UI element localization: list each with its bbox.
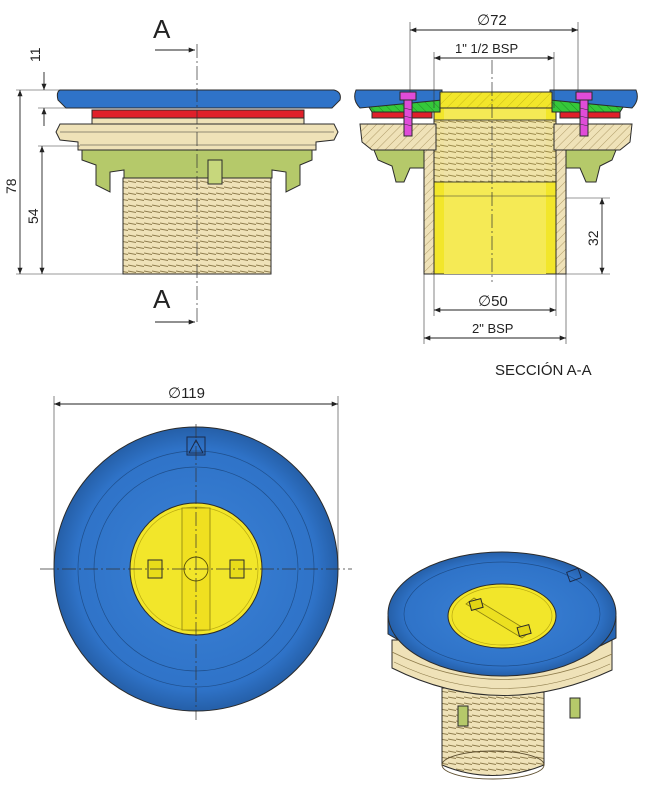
dim-inner-thread: 1" 1/2 BSP bbox=[455, 41, 518, 56]
dim-outer-thread: 2" BSP bbox=[472, 321, 513, 336]
isometric-view bbox=[387, 551, 617, 780]
front-dimensions: 11 78 54 bbox=[3, 47, 123, 275]
section-clip-right bbox=[565, 149, 617, 183]
section-dimensions: ∅72 1" 1/2 BSP ∅50 2" BSP 32 bbox=[409, 12, 610, 344]
iso-thread-body bbox=[441, 687, 545, 776]
section-screw-left bbox=[399, 91, 417, 137]
section-letter-bottom: A bbox=[153, 284, 171, 314]
front-blue-flange bbox=[56, 89, 341, 109]
section-collar-right bbox=[553, 123, 633, 151]
section-clip-left bbox=[373, 149, 425, 183]
section-marker-top: A bbox=[153, 14, 195, 53]
section-letter-top: A bbox=[153, 14, 171, 44]
front-red-gasket bbox=[91, 109, 305, 119]
dim-bore-diameter: ∅50 bbox=[478, 293, 508, 310]
section-wall-left bbox=[423, 149, 435, 275]
section-yellow-cap bbox=[439, 91, 553, 109]
dim-total-height: 78 bbox=[3, 178, 19, 194]
section-flange-right bbox=[549, 89, 638, 109]
dim-bore-depth: 32 bbox=[585, 230, 601, 246]
section-marker-bottom: A bbox=[153, 284, 195, 325]
dim-flange-thickness: 11 bbox=[27, 47, 43, 62]
front-elevation-view bbox=[55, 44, 341, 325]
section-view bbox=[354, 60, 638, 282]
section-caption: SECCIÓN A-A bbox=[495, 362, 592, 379]
top-view-dimensions: ∅119 bbox=[53, 385, 339, 569]
dim-outer-diameter-section: ∅72 bbox=[477, 12, 507, 29]
section-internal-thread bbox=[433, 119, 557, 183]
dim-flange-diameter: ∅119 bbox=[168, 385, 205, 402]
section-screw-right bbox=[575, 91, 593, 137]
section-collar-left bbox=[359, 123, 437, 151]
dim-thread-height: 54 bbox=[25, 208, 41, 224]
top-view bbox=[40, 424, 352, 720]
section-flange-left bbox=[354, 89, 443, 109]
front-clip-lug bbox=[207, 159, 223, 185]
section-wall-right bbox=[555, 149, 567, 275]
